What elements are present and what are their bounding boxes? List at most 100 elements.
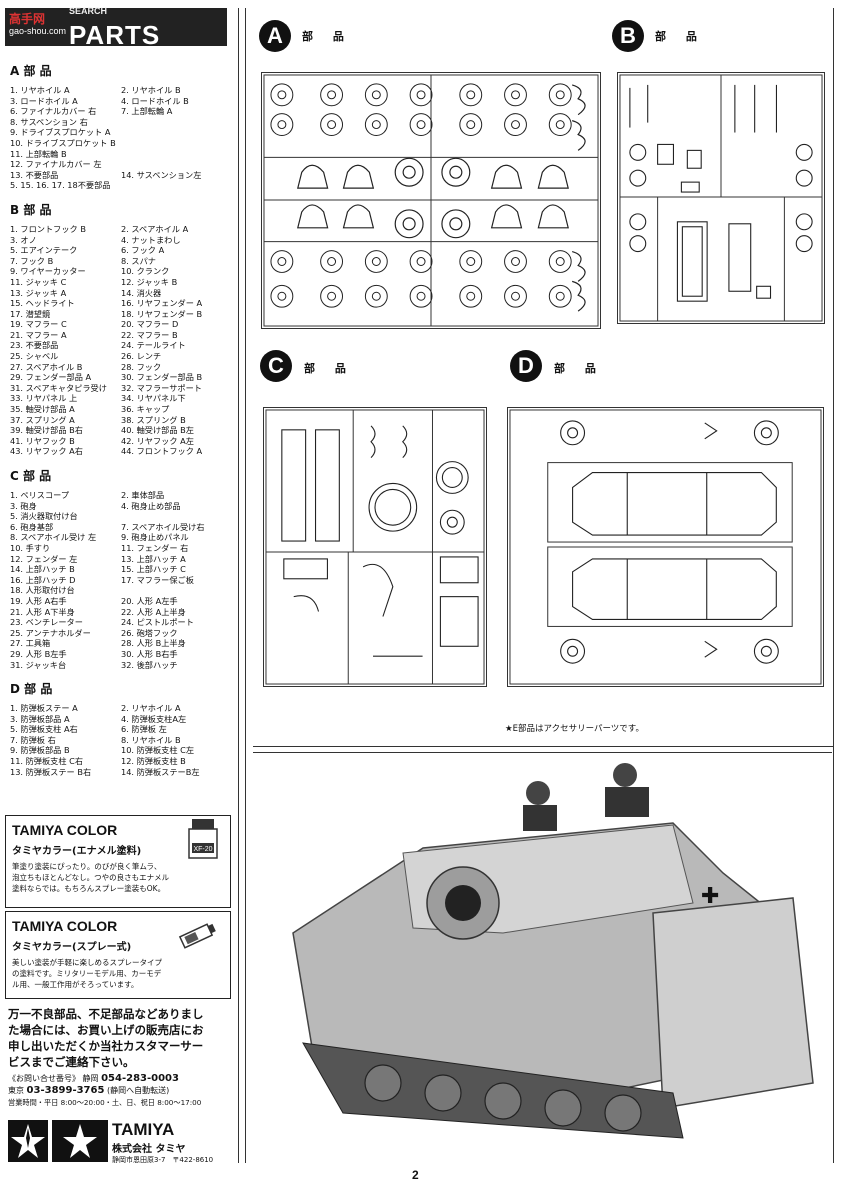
road-wheel-hub — [371, 257, 381, 266]
road-wheel-hub — [466, 257, 476, 266]
road-wheel — [270, 250, 294, 273]
road-wheel-hub — [511, 120, 520, 130]
road-wheel — [409, 250, 433, 273]
column-divider — [238, 8, 239, 1163]
section-a-badge: A — [259, 20, 291, 52]
parts-list-title: A 部 品 — [10, 64, 52, 78]
tamiya-star-logo-icon — [52, 1120, 108, 1162]
road-wheel-hub — [277, 120, 287, 130]
brand-name: TAMIYA — [112, 1120, 175, 1139]
road-wheel — [504, 113, 527, 137]
road-wheel-hub — [371, 120, 381, 130]
model-photo: ✚ — [253, 752, 832, 1163]
road-wheel — [504, 83, 527, 107]
phone-shizuoka: 054-283-0003 — [101, 1073, 179, 1084]
road-wheel — [548, 284, 572, 308]
road-wheel-hub — [277, 257, 287, 266]
road-wheel — [548, 113, 572, 137]
column-divider — [245, 8, 246, 1163]
company-address: 静岡市恩田原3-7 〒422-8610 — [112, 1156, 214, 1164]
section-d-label: 部 品 — [554, 362, 604, 375]
phone-tokyo: 03-3899-3765 — [26, 1085, 105, 1096]
road-wheel-hub — [555, 90, 565, 100]
road-wheel-hub — [466, 291, 476, 301]
road-wheel — [409, 284, 433, 308]
road-wheel-hub — [555, 291, 565, 301]
road-wheel — [409, 113, 433, 137]
search-label: SEARCH — [69, 6, 108, 16]
spray-can-icon — [171, 916, 221, 956]
road-wheel — [270, 284, 294, 308]
sprue-c-diagram — [263, 407, 487, 687]
road-wheel — [320, 113, 344, 137]
decal-cross: ✚ — [701, 884, 719, 909]
section-a-label: 部 品 — [302, 30, 352, 43]
road-wheel — [364, 250, 388, 273]
tank-model-illustration: ✚ — [253, 753, 832, 1163]
road-wheel-hub — [511, 291, 520, 301]
section-c-label: 部 品 — [304, 362, 354, 375]
road-wheel — [320, 83, 344, 107]
company-name: 株式会社 タミヤ — [112, 1144, 186, 1155]
section-b-label: 部 品 — [655, 30, 705, 43]
list-item: 5. 15. 16. 17. 18不要部品 — [10, 180, 111, 191]
section-c-badge: C — [260, 350, 292, 382]
road-wheel — [459, 284, 483, 308]
road-wheel-hub — [371, 90, 381, 100]
parts-list-title: D 部 品 — [10, 682, 53, 697]
page-number: 2 — [412, 1168, 419, 1182]
section-divider — [253, 746, 833, 747]
road-wheel-hub — [555, 120, 565, 130]
list-item: 18. 人形取付け台 — [10, 585, 75, 596]
road-wheel-hub — [466, 90, 476, 100]
spray-ad-title: TAMIYA COLOR — [12, 918, 118, 934]
road-wheel-hub — [277, 90, 287, 100]
road-wheel — [320, 250, 344, 273]
road-wheel-hub — [327, 90, 337, 100]
section-b-badge: B — [612, 20, 644, 52]
road-wheel — [504, 250, 527, 273]
road-wheel-hub — [466, 120, 476, 130]
spray-ad: TAMIYA COLOR タミヤカラー(スプレー式) 美しい塗装が手軽に楽しめる… — [5, 911, 231, 999]
parts-title: PARTS — [69, 20, 161, 50]
sprue-a-diagram — [261, 72, 601, 329]
road-wheel — [409, 83, 433, 107]
spray-ad-text: 美しい塗装が手軽に楽しめるスプレータイプの塗料です。ミリタリーモデル用、カーモデ… — [12, 958, 162, 989]
sprue-d-illustration — [509, 409, 822, 685]
list-item: 9. ドライブスプロケット A — [10, 127, 111, 138]
enamel-ad-subtitle: タミヤカラー(エナメル塗料) — [12, 846, 142, 857]
e-parts-note: ★E部品はアクセサリーパーツです。 — [505, 724, 644, 734]
list-item: 12. ファイナルカバー 左 — [10, 159, 102, 170]
road-wheel-hub — [371, 291, 381, 301]
